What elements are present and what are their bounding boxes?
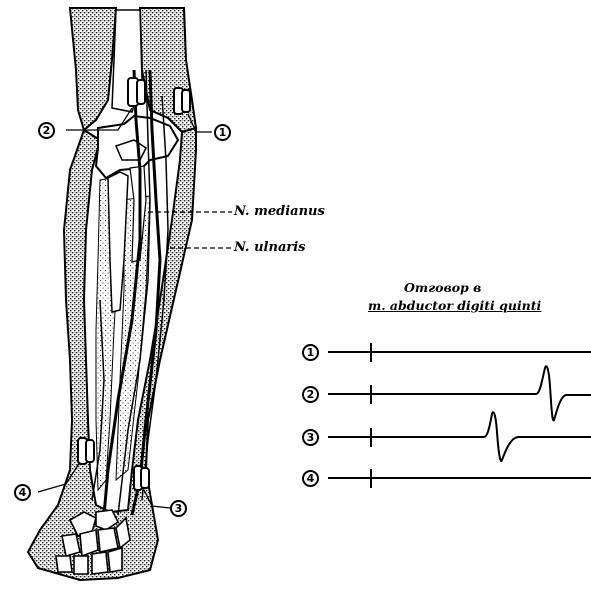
trace-4-label: 4 [302, 470, 319, 487]
stim-point-1-label: 1 [214, 124, 231, 141]
stim-point-3-label: 3 [170, 500, 187, 517]
response-traces [328, 343, 591, 488]
trace-3 [328, 412, 591, 461]
nerve-medianus-label: N. medianus [234, 204, 325, 219]
response-title-line2: m. abductor digiti quinti [368, 298, 541, 313]
trace-1-label: 1 [302, 344, 319, 361]
response-title-line1: Отговор в [404, 280, 481, 295]
nerve-ulnaris-label: N. ulnaris [234, 240, 305, 255]
trace-4 [328, 469, 591, 488]
stim-point-2-label: 2 [38, 122, 55, 139]
trace-3-label: 3 [302, 429, 319, 446]
trace-2 [328, 366, 591, 420]
trace-1 [328, 343, 591, 362]
trace-2-label: 2 [302, 386, 319, 403]
stim-point-4-label: 4 [14, 484, 31, 501]
